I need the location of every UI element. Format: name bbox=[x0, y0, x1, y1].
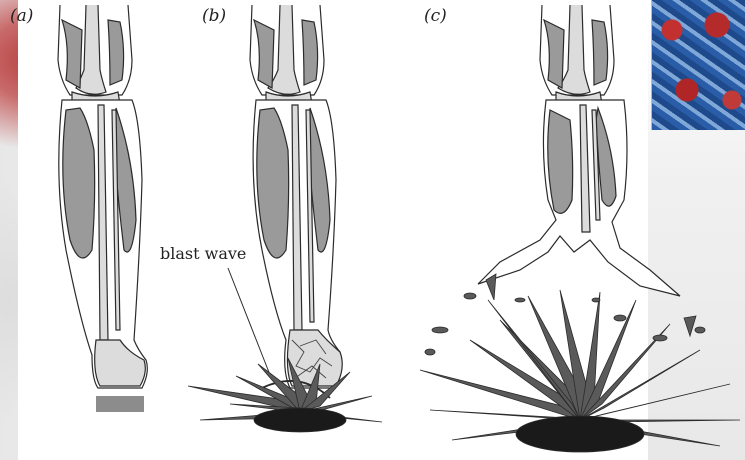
leg-amputated bbox=[478, 5, 680, 296]
panel-label-a: (a) bbox=[10, 6, 33, 26]
leg-intact bbox=[58, 5, 147, 412]
panel-label-c: (c) bbox=[424, 6, 447, 26]
panel-label-b: (b) bbox=[202, 6, 226, 26]
blast-burst-large bbox=[420, 274, 740, 452]
leg-blast-impact bbox=[228, 5, 342, 398]
blast-wave-label: blast wave bbox=[160, 244, 246, 263]
